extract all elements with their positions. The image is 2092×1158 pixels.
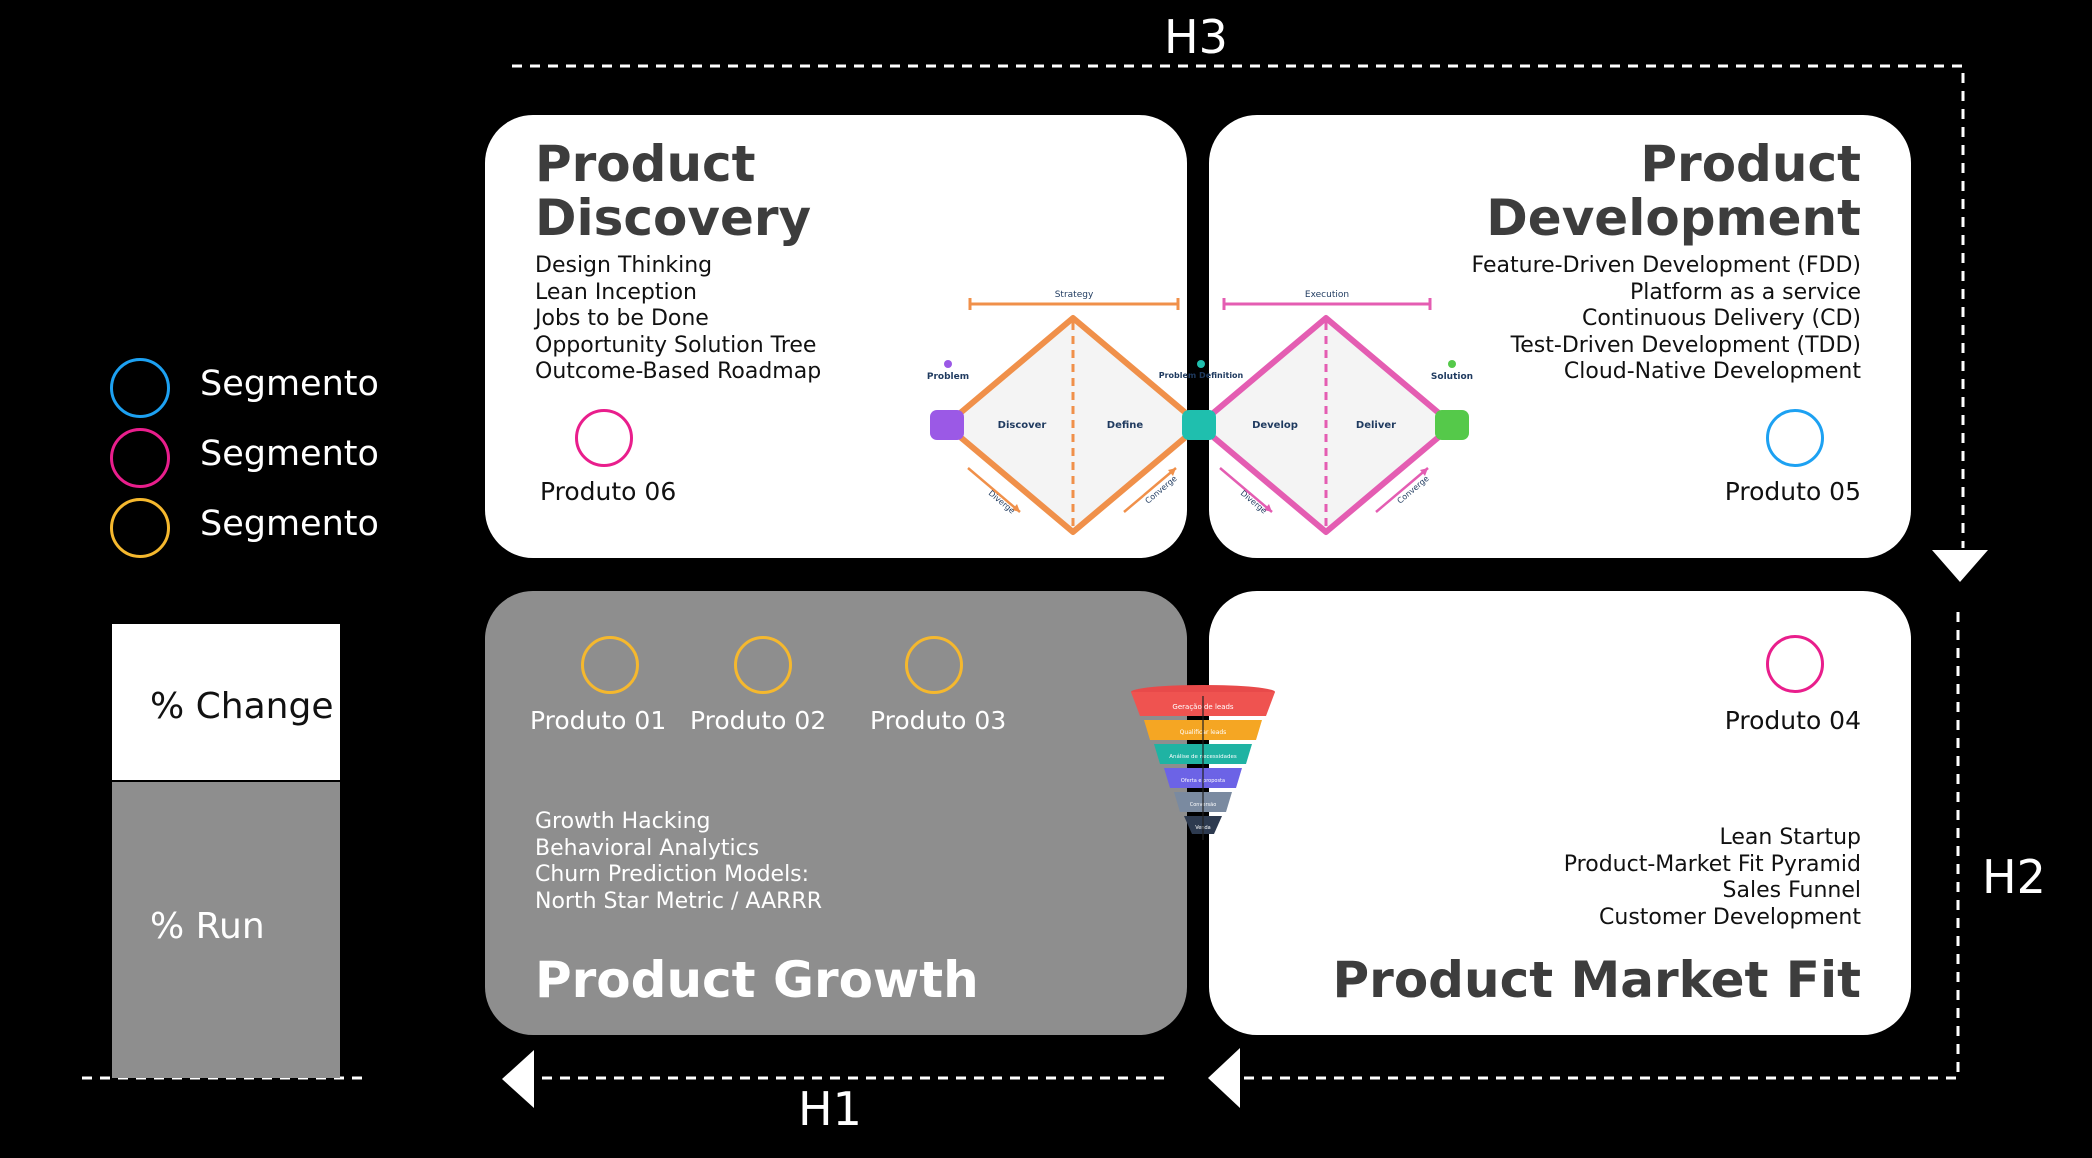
double-diamond-diagram: Strategy Execution Problem Problem Defin… xyxy=(927,290,1473,535)
product-label: Produto 01 xyxy=(530,706,667,735)
method-item: Product-Market Fit Pyramid xyxy=(1563,851,1861,877)
market-fit-card: Produto 04 Lean Startup Product-Market F… xyxy=(1209,591,1911,1035)
method-item: Feature-Driven Development (FDD) xyxy=(1471,253,1861,278)
h1-label: H1 xyxy=(798,1082,862,1136)
method-item: North Star Metric / AARRR xyxy=(535,888,822,914)
execution-label: Execution xyxy=(1305,290,1349,300)
legend-circle-pink xyxy=(110,428,170,488)
legend-circle-yellow xyxy=(110,498,170,558)
method-item: Sales Funnel xyxy=(1722,878,1861,903)
product-circle[interactable] xyxy=(905,636,963,694)
legend-label: Segmento xyxy=(200,434,379,474)
product-label: Produto 04 xyxy=(1724,706,1861,735)
discovery-title-line1: Product xyxy=(535,135,756,193)
method-item: Opportunity Solution Tree xyxy=(535,332,817,358)
product-circle[interactable] xyxy=(581,636,639,694)
problem-label: Problem xyxy=(927,372,969,382)
product-circle[interactable] xyxy=(575,409,633,467)
strategy-label: Strategy xyxy=(1055,290,1094,300)
change-segment xyxy=(112,624,340,780)
development-title: Product Development xyxy=(1486,137,1861,245)
method-item: Lean Startup xyxy=(1719,825,1861,850)
legend-label: Segmento xyxy=(200,364,379,404)
method-item: Test-Driven Development (TDD) xyxy=(1510,332,1861,358)
method-item: Behavioral Analytics xyxy=(535,835,760,861)
define-label: Define xyxy=(1107,420,1144,431)
discovery-title-line2: Discovery xyxy=(535,189,812,247)
product-label: Produto 03 xyxy=(870,706,1007,735)
change-label: % Change xyxy=(150,686,334,727)
development-title-line1: Product xyxy=(1640,135,1861,193)
growth-card: Produto 01 Produto 02 Produto 03 Growth … xyxy=(485,591,1187,1035)
legend-circle-blue xyxy=(110,358,170,418)
growth-methods: Growth Hacking Behavioral Analytics Chur… xyxy=(535,809,822,915)
method-item: Lean Inception xyxy=(535,279,697,305)
discovery-title: Product Discovery xyxy=(535,137,811,245)
product-label: Produto 02 xyxy=(690,706,827,735)
development-title-line2: Development xyxy=(1486,189,1861,247)
method-item: Jobs to be Done xyxy=(535,306,709,331)
product-label: Produto 05 xyxy=(1724,477,1861,506)
method-item: Customer Development xyxy=(1599,904,1861,930)
method-item: Design Thinking xyxy=(535,253,713,278)
method-item: Growth Hacking xyxy=(535,809,711,834)
problem-definition-node xyxy=(1182,410,1216,440)
diverge-label: Diverge xyxy=(987,489,1017,516)
diverge-label: Diverge xyxy=(1239,489,1269,516)
method-item: Continuous Delivery (CD) xyxy=(1581,306,1861,331)
sales-funnel-graphic: Geração de leads Qualificar leads Anális… xyxy=(1131,685,1275,840)
problem-node xyxy=(930,410,964,440)
problem-definition-label: Problem Definition xyxy=(1159,371,1244,380)
deliver-label: Deliver xyxy=(1356,420,1396,431)
method-item: Churn Prediction Models: xyxy=(535,862,810,887)
product-label: Produto 06 xyxy=(540,477,677,506)
product-circle[interactable] xyxy=(1766,409,1824,467)
method-item: Outcome-Based Roadmap xyxy=(535,359,822,384)
method-item: Platform as a service xyxy=(1630,279,1861,305)
discover-label: Discover xyxy=(998,420,1047,431)
run-label: % Run xyxy=(150,906,265,947)
h2-label: H2 xyxy=(1982,850,2046,904)
product-circle[interactable] xyxy=(734,636,792,694)
solution-label: Solution xyxy=(1431,372,1473,382)
solution-node xyxy=(1435,410,1469,440)
discovery-methods: Design Thinking Lean Inception Jobs to b… xyxy=(535,253,821,386)
h3-label: H3 xyxy=(1164,10,1228,64)
product-circle[interactable] xyxy=(1766,635,1824,693)
growth-title: Product Growth xyxy=(535,951,979,1009)
method-item: Cloud-Native Development xyxy=(1563,359,1861,384)
develop-label: Develop xyxy=(1252,420,1298,431)
market-fit-title: Product Market Fit xyxy=(1332,951,1861,1009)
run-segment xyxy=(112,782,340,1078)
legend-label: Segmento xyxy=(200,504,379,544)
market-fit-methods: Lean Startup Product-Market Fit Pyramid … xyxy=(1564,825,1861,931)
development-methods: Feature-Driven Development (FDD) Platfor… xyxy=(1472,253,1861,386)
